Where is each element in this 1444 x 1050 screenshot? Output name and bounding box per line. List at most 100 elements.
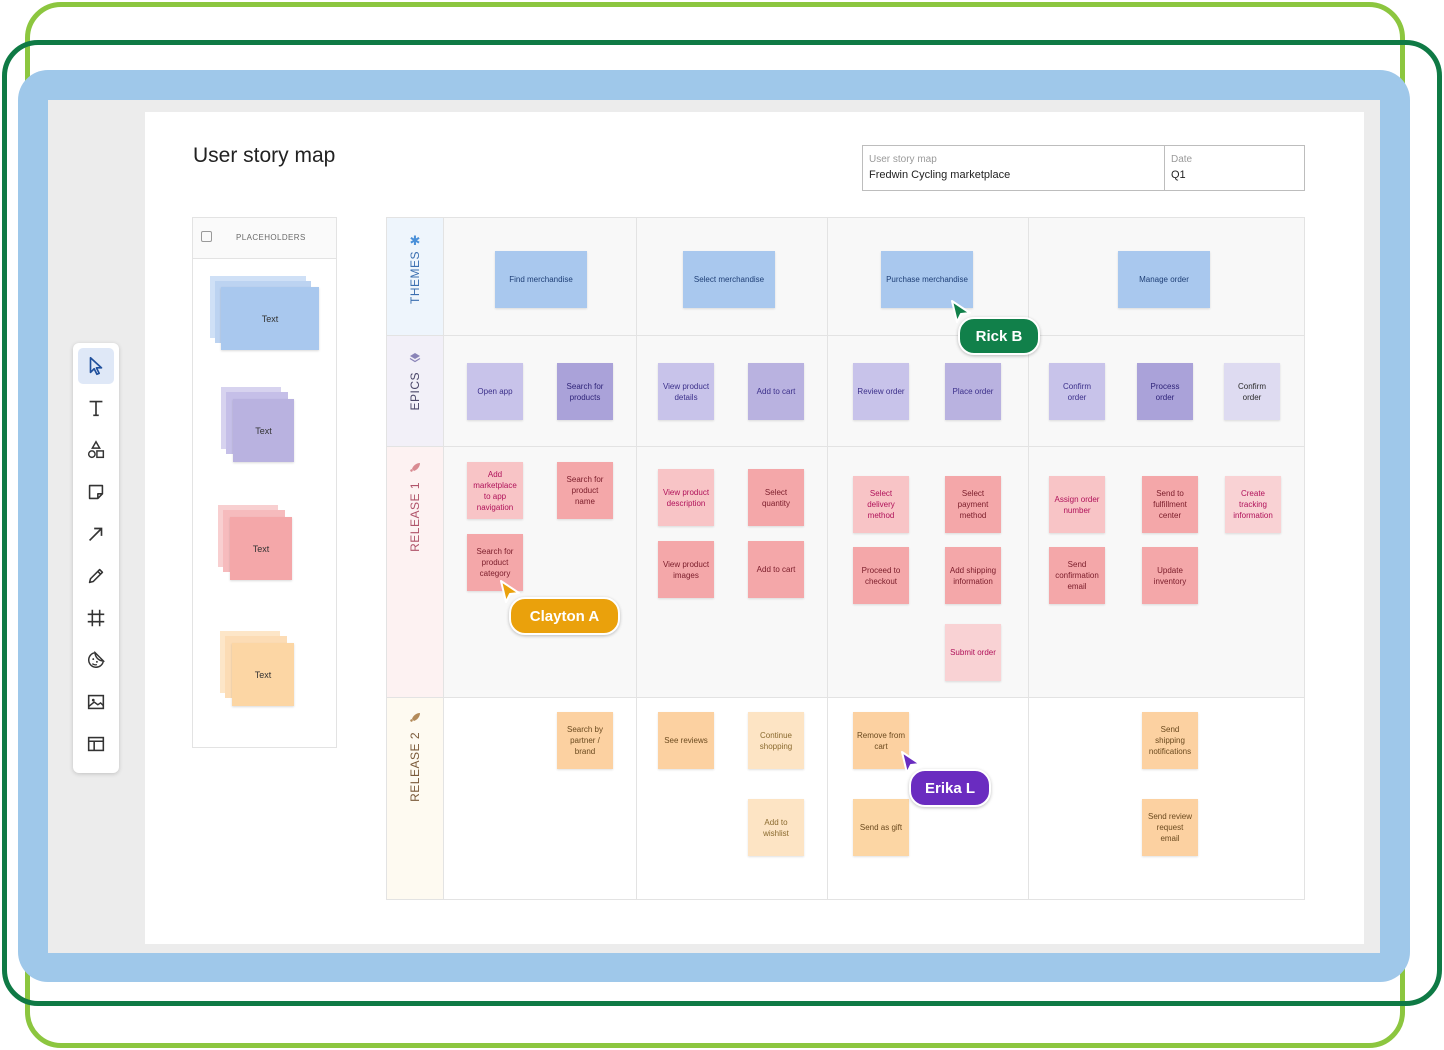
release1-note[interactable]: Search for product category [467,534,523,591]
layers-icon [409,353,421,363]
cursor-arrow-icon [951,300,971,323]
column-divider [1028,218,1029,899]
sticky-note-tool-button[interactable] [78,474,114,510]
release2-note[interactable]: Search by partner / brand [557,712,613,769]
note-layer [232,643,294,706]
image-tool-button[interactable] [78,684,114,720]
epic-note[interactable]: View product details [658,363,714,420]
placeholder-theme-stack[interactable]: Text [210,276,320,353]
sticky-note-icon [88,484,104,500]
arrow-icon [88,527,103,542]
frame-icon [87,609,105,627]
release2-label: RELEASE 2 [387,712,443,802]
arrow-tool-button[interactable] [78,516,114,552]
cursor-arrow-icon [901,751,921,774]
release1-label-text: RELEASE 1 [408,482,422,552]
epics-label-text: EPICS [408,372,422,411]
theme-note[interactable]: Find merchandise [495,251,587,308]
emoji-sticker-icon [88,650,106,668]
sticky-note-icon [201,231,212,242]
text-tool-button[interactable] [78,390,114,426]
template-tool-button[interactable] [78,726,114,762]
epic-note[interactable]: Search for products [557,363,613,420]
date-value: Q1 [1171,169,1186,181]
placeholders-header: PLACEHOLDERS [193,218,336,259]
frame-tool-button[interactable] [78,600,114,636]
template-layout-icon [87,736,105,752]
collaborator-cursor-label: Clayton A [509,597,620,635]
epics-label: EPICS [387,352,443,411]
release2-note[interactable]: Remove from cart [853,712,909,769]
themes-label: ✱ THEMES [387,234,443,304]
note-layer [221,287,319,350]
release2-note[interactable]: Add to wishlist [748,799,804,856]
release1-note[interactable]: View product description [658,469,714,526]
column-divider [636,218,637,899]
release2-note[interactable]: Send as gift [853,799,909,856]
release1-note[interactable]: Select delivery method [853,476,909,533]
epic-note[interactable]: Review order [853,363,909,420]
release2-note[interactable]: Continue shopping [748,712,804,769]
release1-note[interactable]: Add marketplace to app navigation [467,462,523,519]
epic-note[interactable]: Process order [1137,363,1193,420]
placeholder-release1-stack[interactable]: Text [218,505,298,585]
release1-note[interactable]: Update inventory [1142,547,1198,604]
release1-note[interactable]: Send to fulfillment center [1142,476,1198,533]
emoji-tool-button[interactable] [78,642,114,678]
placeholders-title: PLACEHOLDERS [236,233,306,242]
map-name-label: User story map [869,154,937,165]
row-divider [387,335,1304,336]
release1-note[interactable]: Send confirmation email [1049,547,1105,604]
map-name-cell[interactable]: User story map Fredwin Cycling marketpla… [863,146,1165,190]
pen-tool-button[interactable] [78,558,114,594]
release1-note[interactable]: Assign order number [1049,476,1105,533]
select-tool-button[interactable] [78,348,114,384]
row-divider [387,697,1304,698]
epic-note[interactable]: Confirm order [1049,363,1105,420]
theme-note[interactable]: Manage order [1118,251,1210,308]
release1-note[interactable]: Add to cart [748,541,804,598]
epic-note[interactable]: Open app [467,363,523,420]
release2-label-cell [387,697,443,899]
release1-note[interactable]: Select quantity [748,469,804,526]
decorative-frame-green [2,40,1442,1006]
release1-note[interactable]: Select payment method [945,476,1001,533]
release2-note[interactable]: Send shipping notifications [1142,712,1198,769]
release1-label-cell [387,446,443,697]
placeholder-release2-stack[interactable]: Text [220,631,300,711]
sparkle-icon: ✱ [409,233,421,248]
themes-label-text: THEMES [408,251,422,305]
row-divider [387,446,1304,447]
date-label: Date [1171,154,1193,165]
release1-note[interactable]: Add shipping information [945,547,1001,604]
placeholder-epic-stack[interactable]: Text [221,387,301,467]
rocket-icon [410,713,420,722]
epic-note[interactable]: Place order [945,363,1001,420]
placeholder-label: Text [252,544,270,554]
note-layer [233,399,294,462]
theme-note[interactable]: Select merchandise [683,251,775,308]
column-divider [443,218,444,899]
rocket-icon [410,463,420,472]
release1-label: RELEASE 1 [387,462,443,552]
placeholder-label: Text [261,314,279,324]
collaborator-cursor-label: Erika L [909,769,991,807]
epic-note[interactable]: Confirm order [1224,363,1280,420]
release1-note[interactable]: View product images [658,541,714,598]
release2-label-text: RELEASE 2 [408,732,422,802]
collaborator-cursor-label: Rick B [958,317,1040,355]
placeholders-panel: PLACEHOLDERS Text Text Text Text [192,217,337,748]
epic-note[interactable]: Add to cart [748,363,804,420]
shapes-tool-button[interactable] [78,432,114,468]
release1-note[interactable]: Search for product name [557,462,613,519]
release2-note[interactable]: Send review request email [1142,799,1198,856]
pen-icon [88,568,104,584]
theme-note[interactable]: Purchase merchandise [881,251,973,308]
release1-note[interactable]: Submit order [945,624,1001,681]
date-cell[interactable]: Date Q1 [1165,146,1304,190]
release2-note[interactable]: See reviews [658,712,714,769]
release1-note[interactable]: Proceed to checkout [853,547,909,604]
story-map-grid: ✱ THEMES EPICS RELEASE 1 RELEASE 2 Find … [386,217,1305,900]
release1-note[interactable]: Create tracking information [1225,476,1281,533]
placeholder-label: Text [255,426,272,436]
